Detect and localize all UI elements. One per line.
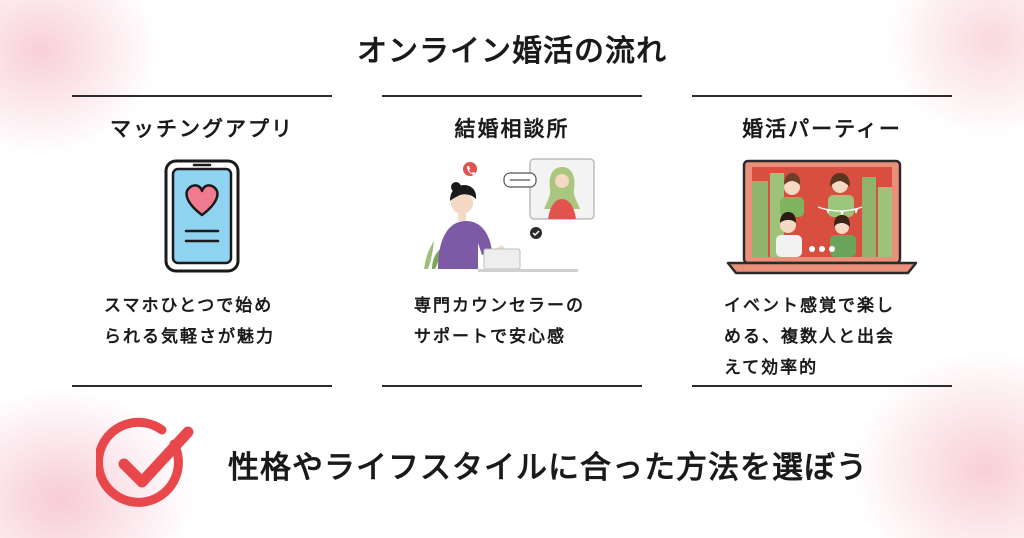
column-description: イベント感覚で楽し める、複数人と出会 えて効率的 bbox=[724, 291, 934, 384]
column-heading: 結婚相談所 bbox=[454, 117, 570, 141]
top-divider bbox=[72, 95, 332, 97]
description-line: める、複数人と出会 bbox=[724, 327, 895, 347]
description-line: られる気軽さが魅力 bbox=[104, 327, 275, 347]
top-divider bbox=[692, 95, 952, 97]
column-matching-app: マッチングアプリ スマホひとつで始め られる気軽さが魅力 bbox=[72, 95, 332, 387]
column-heading: マッチングアプリ bbox=[110, 117, 294, 141]
top-divider bbox=[382, 95, 642, 97]
laptop-video-party-illustration bbox=[726, 159, 918, 275]
description-line: イベント感覚で楽し bbox=[724, 296, 895, 316]
column-description: スマホひとつで始め られる気軽さが魅力 bbox=[104, 291, 314, 353]
description-line: サポートで安心感 bbox=[414, 327, 566, 347]
description-line: 専門カウンセラーの bbox=[414, 296, 585, 316]
column-marriage-agency: 結婚相談所 bbox=[382, 95, 642, 387]
counselor-video-call-illustration bbox=[424, 158, 595, 272]
column-heading: 婚活パーティー bbox=[742, 117, 902, 141]
description-line: えて効率的 bbox=[724, 358, 819, 378]
description-line: スマホひとつで始め bbox=[104, 296, 274, 316]
bottom-divider bbox=[72, 385, 332, 387]
column-matchmaking-party: 婚活パーティー bbox=[692, 95, 952, 387]
page-title: オンライン婚活の流れ bbox=[357, 34, 667, 69]
bottom-message: 性格やライフスタイルに合った方法を選ぼう bbox=[228, 450, 868, 486]
check-circle-icon bbox=[96, 417, 194, 507]
bottom-divider bbox=[692, 385, 952, 387]
smartphone-heart-icon bbox=[164, 159, 240, 273]
column-description: 専門カウンセラーの サポートで安心感 bbox=[414, 291, 624, 353]
bottom-divider bbox=[382, 385, 642, 387]
